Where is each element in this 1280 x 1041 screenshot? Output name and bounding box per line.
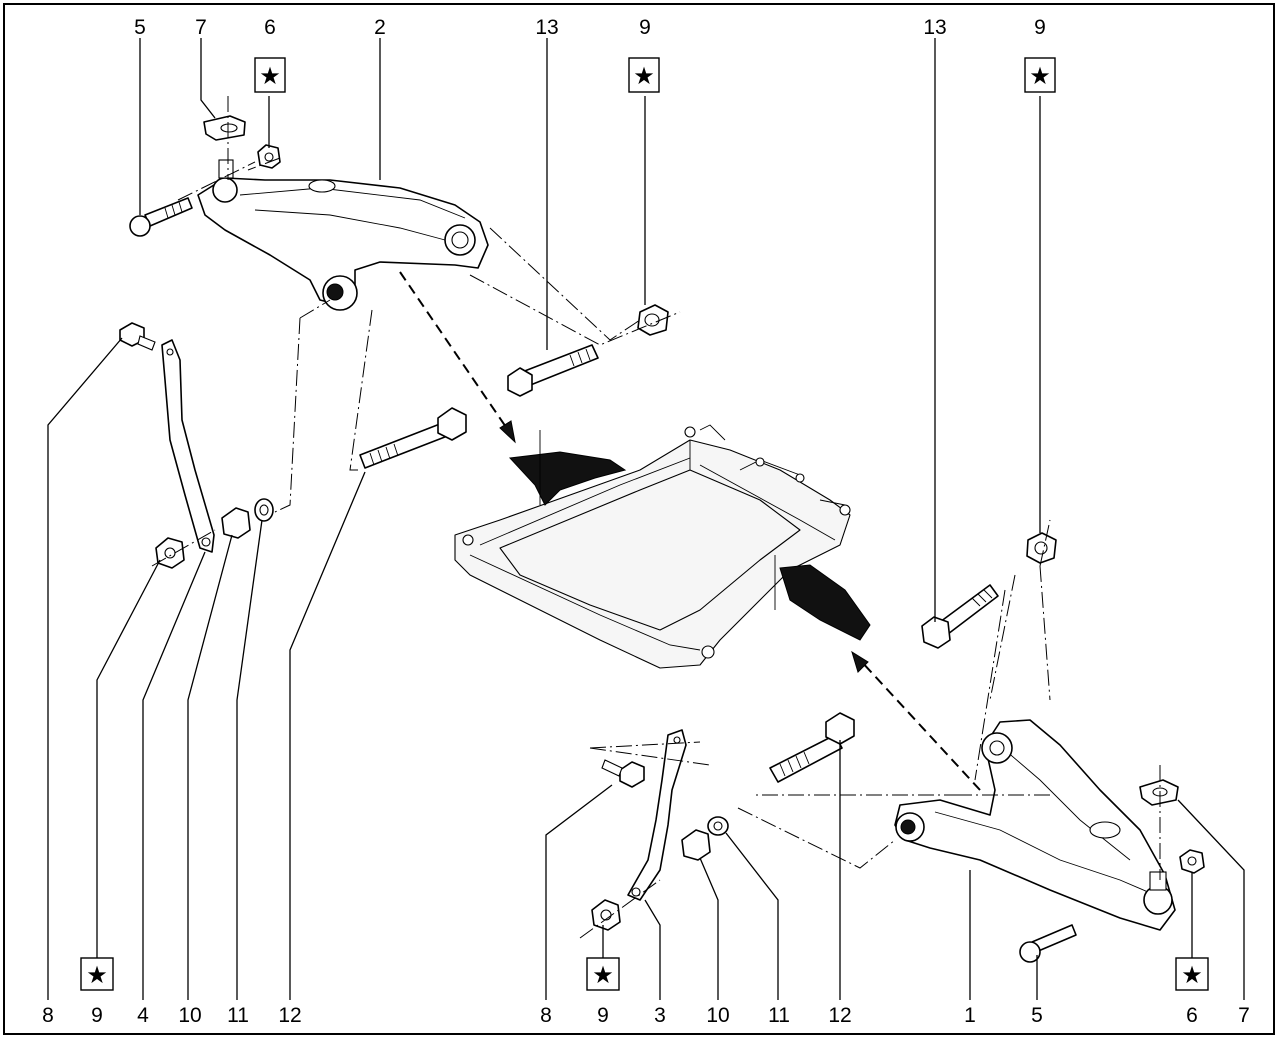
callout-top-2: 2 — [374, 16, 386, 39]
callout-bot-10a: 10 — [178, 1004, 201, 1027]
callout-bot-8b: 8 — [540, 1004, 552, 1027]
callout-bot-4: 4 — [137, 1004, 149, 1027]
callout-top-5: 5 — [134, 16, 146, 39]
star-marker-top-6: ★ — [254, 57, 286, 93]
bolt-8-left — [119, 322, 156, 351]
callout-bot-1: 1 — [964, 1004, 976, 1027]
nut-9-left — [155, 537, 185, 569]
callout-labels: 5 7 6 2 13 9 13 9 8 9 4 10 11 12 8 9 3 1… — [42, 16, 1250, 1027]
bolt-13-right — [921, 584, 999, 649]
diagram-border — [3, 3, 1275, 1035]
bushing-9-upper — [637, 304, 669, 336]
svg-text:★: ★ — [86, 961, 108, 989]
bushing-9-right — [1026, 532, 1057, 564]
callout-bot-9a: 9 — [91, 1004, 103, 1027]
bolt-13-upper — [507, 344, 599, 397]
callout-top-7: 7 — [195, 16, 207, 39]
bushing-10-left — [221, 507, 251, 539]
star-marker-bot-9b: ★ — [586, 957, 620, 991]
callout-top-6: 6 — [264, 16, 276, 39]
assembly-arrows — [399, 271, 981, 791]
lower-arm-left — [197, 159, 489, 311]
svg-text:★: ★ — [259, 62, 281, 90]
callout-bot-8a: 8 — [42, 1004, 54, 1027]
callout-bot-11a: 11 — [227, 1004, 249, 1027]
star-marker-bot-9a: ★ — [80, 957, 114, 991]
bolt-12-right — [769, 712, 855, 783]
bracket-3 — [627, 729, 687, 901]
bracket-4 — [161, 339, 215, 553]
leader-lines — [47, 38, 1245, 1000]
callout-bot-6: 6 — [1186, 1004, 1198, 1027]
callout-top-13a: 13 — [535, 16, 558, 39]
bolt-8-right — [601, 759, 645, 788]
star-marker-top-9a: ★ — [628, 57, 660, 93]
lower-arm-right — [894, 719, 1176, 931]
lock-plate-7-top — [203, 115, 246, 141]
subframe — [454, 424, 871, 669]
callout-bot-11b: 11 — [768, 1004, 790, 1027]
nut-9-right — [591, 899, 621, 931]
bushing-10-right — [681, 829, 711, 861]
callout-top-9b: 9 — [1034, 16, 1046, 39]
callout-bot-12a: 12 — [278, 1004, 301, 1027]
svg-text:★: ★ — [592, 961, 614, 989]
svg-text:★: ★ — [633, 62, 655, 90]
torque-markers: ★ ★ ★ ★ ★ ★ — [80, 57, 1209, 991]
washer-11-left — [254, 498, 274, 522]
callout-bot-9b: 9 — [597, 1004, 609, 1027]
callout-top-13b: 13 — [923, 16, 946, 39]
svg-text:★: ★ — [1181, 961, 1203, 989]
assembly-axes — [151, 96, 1161, 939]
svg-text:★: ★ — [1029, 62, 1051, 90]
bolt-5-bottom — [1019, 924, 1077, 963]
callout-bot-12b: 12 — [828, 1004, 851, 1027]
star-marker-top-9b: ★ — [1024, 57, 1056, 93]
star-marker-bot-6: ★ — [1175, 957, 1209, 991]
arrow-head-right — [851, 650, 869, 673]
callout-bot-7: 7 — [1238, 1004, 1250, 1027]
bolt-5-top — [129, 197, 193, 237]
lock-plate-7-bottom — [1139, 779, 1179, 806]
callout-bot-3: 3 — [654, 1004, 666, 1027]
callout-bot-10b: 10 — [706, 1004, 729, 1027]
nut-6-top — [257, 144, 281, 169]
callout-top-9a: 9 — [639, 16, 651, 39]
nut-6-bottom — [1179, 849, 1205, 874]
arrow-head-left — [499, 420, 516, 444]
bolt-12-left — [359, 407, 467, 469]
washer-11-right — [707, 816, 729, 836]
callout-bot-5: 5 — [1031, 1004, 1043, 1027]
